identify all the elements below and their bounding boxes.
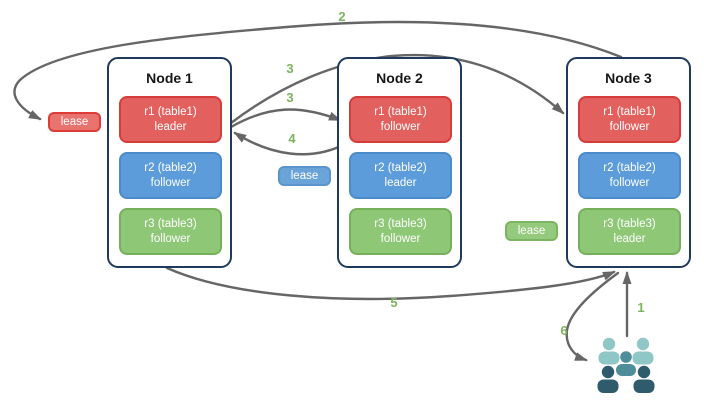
replica-name: r3 (table3) xyxy=(144,217,197,230)
replica-role: leader xyxy=(613,232,646,245)
replica-role: follower xyxy=(380,232,421,245)
replica-name: r2 (table2) xyxy=(603,161,656,174)
arrow-step-6-reply-to-users xyxy=(565,271,620,362)
node-3-replica-r3: r3 (table3) leader xyxy=(578,208,681,255)
arrow-step-4-ack xyxy=(233,131,347,156)
node-1-title: Node 1 xyxy=(146,70,193,86)
arrow-step-5-response xyxy=(165,266,616,301)
replica-name: r1 (table1) xyxy=(374,105,427,118)
step-label-3a: 3 xyxy=(286,61,294,76)
node-3-replica-r2: r2 (table2) follower xyxy=(578,152,681,199)
replica-role: leader xyxy=(154,120,187,133)
node-2-replica-r3: r3 (table3) follower xyxy=(349,208,452,255)
replica-name: r1 (table1) xyxy=(603,105,656,118)
step-label-6: 6 xyxy=(560,323,568,338)
node-3-box: Node 3 r1 (table1) follower r2 (table2) … xyxy=(566,57,691,268)
lease-badge-r1: lease xyxy=(48,112,101,132)
node-2-title: Node 2 xyxy=(376,70,423,86)
node-2-box: Node 2 r1 (table1) follower r2 (table2) … xyxy=(337,57,462,268)
user-top-left xyxy=(598,337,620,365)
replica-role: follower xyxy=(609,120,650,133)
step-label-3b: 3 xyxy=(286,90,294,105)
replica-role: leader xyxy=(384,176,417,189)
replica-name: r2 (table2) xyxy=(144,161,197,174)
user-bottom-left xyxy=(597,365,619,393)
user-middle xyxy=(616,351,636,376)
replica-name: r2 (table2) xyxy=(374,161,427,174)
users-group-icon xyxy=(597,337,655,393)
replica-role: follower xyxy=(150,232,191,245)
step-label-4: 4 xyxy=(288,131,296,146)
node-1-replica-r2: r2 (table2) follower xyxy=(119,152,222,199)
step-label-1: 1 xyxy=(637,300,645,315)
replica-name: r3 (table3) xyxy=(374,217,427,230)
replica-role: follower xyxy=(150,176,191,189)
node-3-replica-r1: r1 (table1) follower xyxy=(578,96,681,143)
node-1-replica-r3: r3 (table3) follower xyxy=(119,208,222,255)
replica-role: follower xyxy=(380,120,421,133)
arrow-step-2 xyxy=(13,20,623,121)
user-top-right xyxy=(632,337,654,365)
replica-role: follower xyxy=(609,176,650,189)
arrow-step-3-to-node2 xyxy=(229,108,342,129)
user-bottom-right xyxy=(633,365,655,393)
arrow-step-3-to-node3 xyxy=(229,53,565,125)
lease-badge-r2: lease xyxy=(278,166,331,186)
node-2-replica-r2: r2 (table2) leader xyxy=(349,152,452,199)
node-2-replica-r1: r1 (table1) follower xyxy=(349,96,452,143)
replica-name: r3 (table3) xyxy=(603,217,656,230)
step-label-2: 2 xyxy=(338,9,346,24)
node-3-title: Node 3 xyxy=(605,70,652,86)
step-label-5: 5 xyxy=(390,295,398,310)
node-1-box: Node 1 r1 (table1) leader r2 (table2) fo… xyxy=(107,57,232,268)
node-1-replica-r1: r1 (table1) leader xyxy=(119,96,222,143)
replica-name: r1 (table1) xyxy=(144,105,197,118)
lease-badge-r3: lease xyxy=(505,221,558,241)
